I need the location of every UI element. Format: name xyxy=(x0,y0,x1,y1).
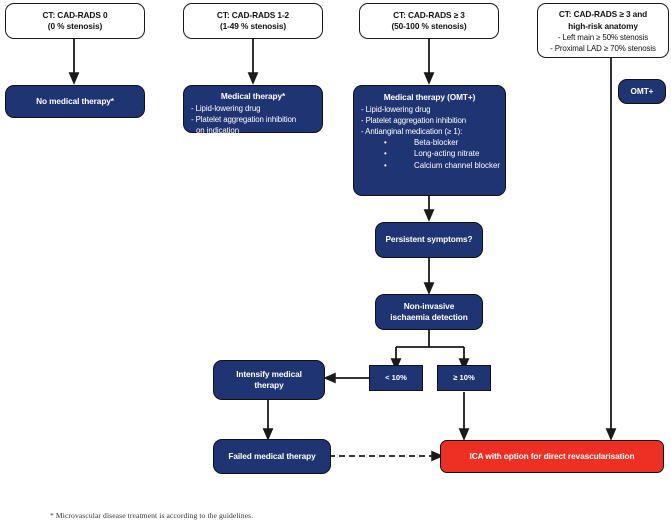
omt-sub-1-row: • Beta-blocker xyxy=(354,137,505,148)
node-failed-medical-therapy[interactable]: Failed medical therapy xyxy=(213,439,331,474)
node-ica-revascularisation[interactable]: ICA with option for direct revascularisa… xyxy=(440,440,664,473)
omt-title: Medical therapy (OMT+) xyxy=(383,92,476,102)
cad0-line1: CT: CAD-RADS 0 xyxy=(42,9,108,20)
gte10-label: ≥ 10% xyxy=(453,373,475,382)
lt10-label: < 10% xyxy=(385,373,407,382)
node-cad-rads-3[interactable]: CT: CAD-RADS ≥ 3 (50-100 % stenosis) xyxy=(359,3,499,39)
node-medical-therapy-omt[interactable]: Medical therapy (OMT+) - Lipid-lowering … xyxy=(353,85,506,196)
cad3-line2: (50-100 % stenosis) xyxy=(391,21,467,31)
node-gte-10-percent[interactable]: ≥ 10% xyxy=(437,365,491,391)
medical-therapy-star-title: Medical therapy* xyxy=(220,91,286,101)
ischaemia-line2: ischaemia detection xyxy=(390,312,468,322)
intensify-line2: therapy xyxy=(254,380,284,390)
cad0-line2: (0 % stenosis) xyxy=(47,21,103,31)
node-persistent-symptoms[interactable]: Persistent symptoms? xyxy=(375,222,483,258)
omt-bullet-1: - Lipid-lowering drug xyxy=(361,104,431,114)
footnote: * Microvascular disease treatment is acc… xyxy=(50,511,254,520)
cad3hr-line1: CT: CAD-RADS ≥ 3 and xyxy=(558,9,648,19)
omt-sub-2: Long-acting nitrate xyxy=(414,149,480,159)
cad12-line1: CT: CAD-RADS 1-2 xyxy=(216,9,290,20)
node-cad-rads-3-high-risk[interactable]: CT: CAD-RADS ≥ 3 and high-risk anatomy -… xyxy=(537,3,669,58)
omt-sub-1: Beta-blocker xyxy=(414,138,459,148)
cad3-line1: CT: CAD-RADS ≥ 3 xyxy=(393,9,465,20)
omt-sub-2-row: • Long-acting nitrate xyxy=(354,148,505,159)
omt-plus-label: OMT+ xyxy=(630,85,654,96)
failed-medical-therapy-label: Failed medical therapy xyxy=(228,450,316,461)
medical-therapy-star-bullet-1: - Lipid-lowering drug xyxy=(191,103,261,113)
bullet-dot-icon: • xyxy=(384,138,387,148)
cad3hr-line2: high-risk anatomy xyxy=(568,20,638,31)
node-ischaemia-detection[interactable]: Non-invasive ischaemia detection xyxy=(375,294,483,330)
omt-sub-3-row: • Calcium channel blocker xyxy=(354,160,505,171)
no-medical-therapy-label: No medical therapy* xyxy=(36,95,114,106)
ischaemia-line1: Non-invasive xyxy=(403,300,455,311)
node-cad-rads-1-2[interactable]: CT: CAD-RADS 1-2 (1-49 % stenosis) xyxy=(183,3,323,39)
cad12-line2: (1-49 % stenosis) xyxy=(219,21,287,31)
medical-therapy-star-bullet-2: - Platelet aggregation inhibition xyxy=(191,114,297,124)
bullet-dot-icon: • xyxy=(384,160,387,170)
omt-bullet-2: - Platelet aggregation inhibition xyxy=(361,115,467,125)
bullet-dot-icon: • xyxy=(384,149,387,159)
node-cad-rads-0[interactable]: CT: CAD-RADS 0 (0 % stenosis) xyxy=(5,3,145,39)
cad3hr-bullet-1: - Left main ≥ 50% stenosis xyxy=(557,33,649,42)
node-lt-10-percent[interactable]: < 10% xyxy=(369,365,423,391)
omt-bullet-3: - Antianginal medication (≥ 1): xyxy=(361,126,463,136)
intensify-line1: Intensify medical xyxy=(236,368,302,379)
node-medical-therapy-star[interactable]: Medical therapy* - Lipid-lowering drug -… xyxy=(183,85,323,135)
node-intensify-medical-therapy[interactable]: Intensify medical therapy xyxy=(213,360,325,400)
ica-label: ICA with option for direct revascularisa… xyxy=(469,450,635,461)
persistent-symptoms-label: Persistent symptoms? xyxy=(385,234,473,245)
omt-sub-3: Calcium channel blocker xyxy=(414,160,500,170)
node-omt-plus[interactable]: OMT+ xyxy=(618,79,666,104)
cad3hr-bullet-2: - Proximal LAD ≥ 70% stenosis xyxy=(550,44,656,54)
medical-therapy-star-bullet-3: on indication xyxy=(196,125,240,135)
node-no-medical-therapy[interactable]: No medical therapy* xyxy=(5,85,145,118)
